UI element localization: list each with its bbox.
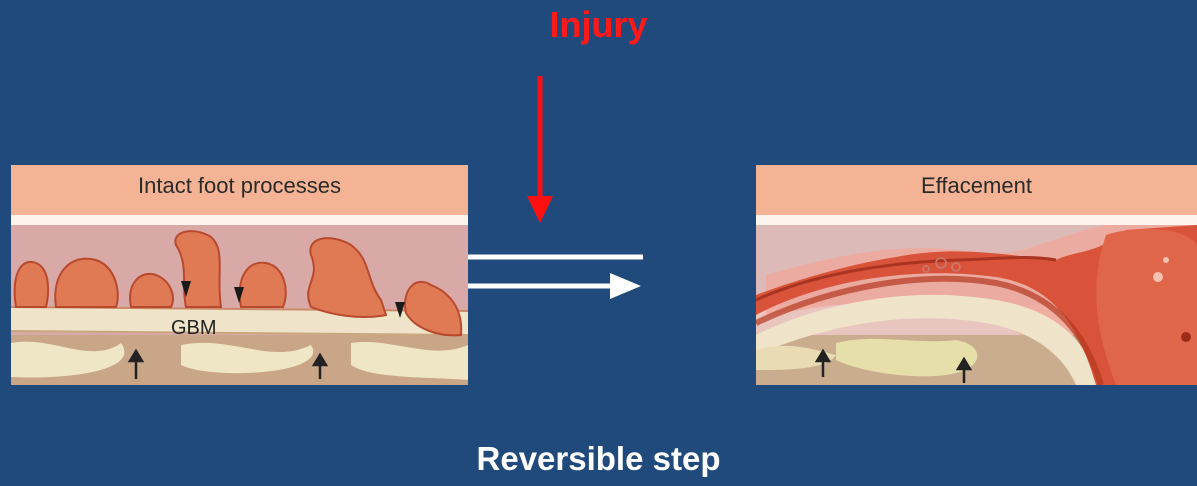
reversible-step-caption: Reversible step	[0, 440, 1197, 478]
injury-arrow	[527, 76, 553, 223]
intact-panel-label: Intact foot processes	[11, 173, 468, 199]
effacement-panel: Effacement	[756, 165, 1197, 385]
gbm-label: GBM	[171, 317, 217, 340]
intact-foot-processes-panel: Intact foot processes GBM	[11, 165, 468, 385]
effacement-panel-label: Effacement	[756, 173, 1197, 199]
